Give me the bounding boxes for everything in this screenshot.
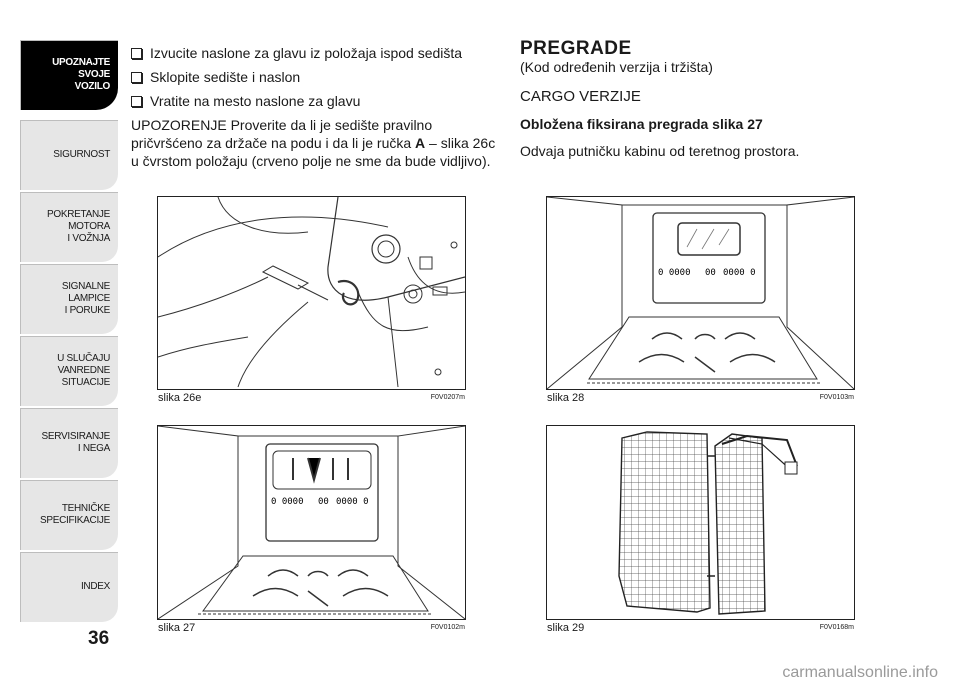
watermark-text: carmanualsonline.info [782,664,938,681]
figure-26e-seat-latch [157,196,466,390]
right-column: PREGRADE (Kod određenih verzija i tržišt… [520,38,900,160]
subsection-heading: CARGO VERZIJE [520,88,641,105]
warning-paragraph: UPOZORENJE Proverite da li je sedište pr… [131,116,499,170]
figure-code: F0V0207m [430,394,465,401]
tab-tehnicke-specifikacije[interactable]: TEHNIČKE SPECIFIKACIJE [20,480,118,550]
cargo-partition-illustration: 0 0000 00 0000 0 [158,426,465,619]
tab-signalne-lampice[interactable]: SIGNALNE LAMPICE I PORUKE [20,264,118,334]
tab-index[interactable]: INDEX [20,552,118,622]
figure-27-cargo-partition: 0 0000 00 0000 0 [157,425,466,620]
page-number: 36 [88,628,110,649]
tab-label: UPOZNAJTE SVOJE VOZILO [52,57,110,92]
seat-latch-illustration [158,197,465,388]
figure-code: F0V0103m [819,394,854,401]
warning-text: Proverite da li je sedište pravilno prič… [131,117,433,151]
list-item: Vratite na mesto naslone za glavu [131,92,499,110]
tab-label: U SLUČAJU VANREDNE SITUACIJE [57,353,110,388]
tab-label: INDEX [80,581,110,592]
panel-code-text: 00 [705,268,716,278]
figure-29-mesh-partition [546,425,855,620]
figure-caption: slika 26e [158,392,202,404]
tab-vanredne-situacije[interactable]: U SLUČAJU VANREDNE SITUACIJE [20,336,118,406]
figure-caption: slika 27 [158,622,196,634]
checkbox-bullet-icon [131,48,142,59]
list-item-text: Izvucite naslone za glavu iz položaja is… [150,45,463,61]
list-item-text: Vratite na mesto naslone za glavu [150,93,361,109]
tab-label: SIGURNOST [53,149,110,160]
tab-upoznajte-svoje-vozilo[interactable]: UPOZNAJTE SVOJE VOZILO [20,40,118,110]
warning-label: UPOZORENJE [131,117,227,133]
panel-code-text: 0 0000 [271,497,304,507]
warning-text: – slika 26c u čvrstom položaju (crveno p… [131,135,496,169]
left-column: Izvucite naslone za glavu iz položaja is… [131,44,499,170]
panel-code-text: 00 [318,497,329,507]
panel-code-text: 0 0000 [658,268,691,278]
checkbox-bullet-icon [131,72,142,83]
figure-code: F0V0102m [430,624,465,631]
tab-label: TEHNIČKE SPECIFIKACIJE [39,503,110,526]
body-paragraph: Odvaja putničku kabinu od teretnog prost… [520,143,800,159]
panel-code-text: 0000 0 [723,268,756,278]
figure-caption: slika 28 [547,392,585,404]
figure-28-cargo-partition-window: 0 0000 00 0000 0 [546,196,855,390]
list-item: Izvucite naslone za glavu iz položaja is… [131,44,499,62]
tab-label: POKRETANJE MOTORA I VOŽNJA [47,209,110,244]
handle-label: A [415,135,426,151]
tab-servisiranje-nega[interactable]: SERVISIRANJE I NEGA [20,408,118,478]
mesh-partition-illustration [618,431,798,615]
list-item: Sklopite sedište i naslon [131,68,499,86]
cargo-partition-window-illustration: 0 0000 00 0000 0 [547,197,854,389]
section-title: PREGRADE [520,38,632,59]
tab-sigurnost[interactable]: SIGURNOST [20,120,118,190]
panel-code-text: 0000 0 [336,497,369,507]
tab-label: SERVISIRANJE I NEGA [41,431,111,454]
tab-label: SIGNALNE LAMPICE I PORUKE [61,281,110,316]
subsection-title: Obložena fiksirana pregrada slika 27 [520,116,763,132]
section-subtitle: (Kod određenih verzija i tržišta) [520,59,713,75]
figure-caption: slika 29 [547,622,585,634]
tab-pokretanje-motora[interactable]: POKRETANJE MOTORA I VOŽNJA [20,192,118,262]
figure-code: F0V0168m [819,624,854,631]
checkbox-bullet-icon [131,96,142,107]
list-item-text: Sklopite sedište i naslon [150,69,301,85]
